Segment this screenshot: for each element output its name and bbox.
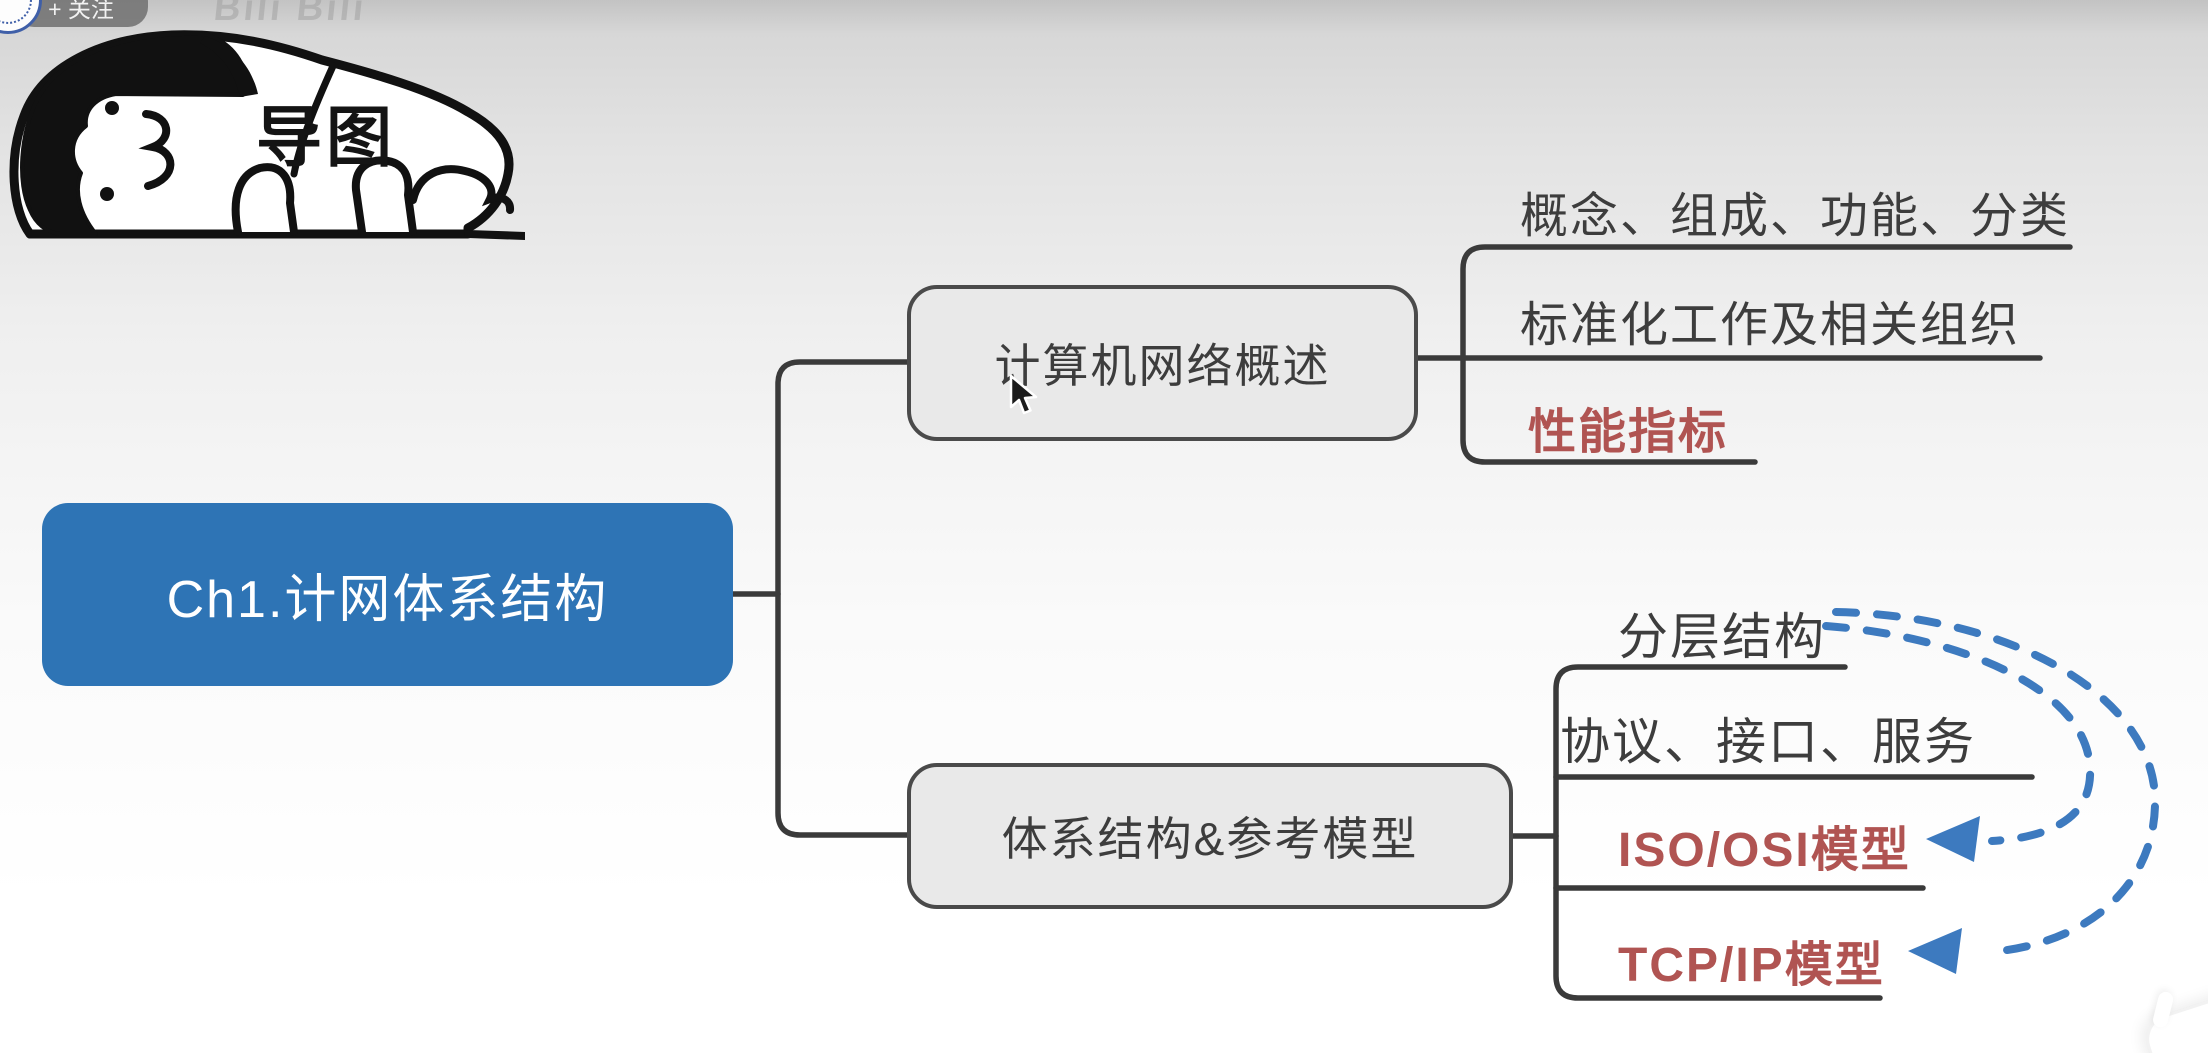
doodle-foot	[409, 165, 515, 214]
leaf-concept-composition: 概念、组成、功能、分类	[1520, 190, 2071, 243]
doodle-leg	[351, 156, 417, 236]
mouse-cursor-icon	[1009, 374, 1038, 415]
branch-node-network-overview: 计算机网络概述	[907, 285, 1418, 441]
doodle-eye-top	[105, 101, 119, 115]
mindmap-root-node: Ch1.计网体系结构	[42, 503, 733, 686]
dashed-arrow-to-iso	[1822, 622, 2095, 845]
uploader-avatar[interactable]	[0, 0, 42, 34]
lying-person-doodle	[9, 30, 525, 240]
follow-button-label: + 关注	[48, 0, 114, 22]
branch-node-architecture-models: 体系结构&参考模型	[907, 763, 1513, 909]
bilibili-watermark: Bili Bili	[211, 0, 369, 28]
arrowhead-iso	[1926, 816, 1980, 862]
dashed-arrow-to-tcp	[1832, 608, 2160, 955]
leaf-layered-structure: 分层结构	[1618, 609, 1826, 665]
root-branch-spine	[775, 359, 910, 838]
branch-node-1-label: 计算机网络概述	[994, 340, 1331, 392]
leaf-tcp-ip-model: TCP/IP模型	[1618, 939, 1885, 992]
avatar-seal-ring	[0, 0, 32, 24]
doodle-ground-line	[464, 230, 525, 240]
doodle-arm-line	[290, 62, 337, 178]
branch2-bracket	[1553, 664, 1883, 1001]
doodle-mouth-3	[138, 110, 175, 190]
doodle-caption: 导图	[256, 100, 396, 174]
branch-node-2-label: 体系结构&参考模型	[1001, 813, 1419, 865]
doodle-arm	[231, 163, 298, 236]
arrowhead-tcp	[1908, 928, 1962, 974]
root-node-label: Ch1.计网体系结构	[166, 571, 609, 629]
leaf-protocol-interface-service: 协议、接口、服务	[1560, 714, 1976, 770]
doodle-hair-swoosh	[200, 36, 258, 97]
leaf-performance-metrics: 性能指标	[1528, 406, 1729, 459]
branch1-bracket	[1460, 244, 2073, 465]
leaf-iso-osi-model: ISO/OSI模型	[1618, 824, 1911, 877]
leaf-standardization: 标准化工作及相关组织	[1520, 299, 2021, 352]
doodle-eye-bottom	[100, 187, 114, 201]
